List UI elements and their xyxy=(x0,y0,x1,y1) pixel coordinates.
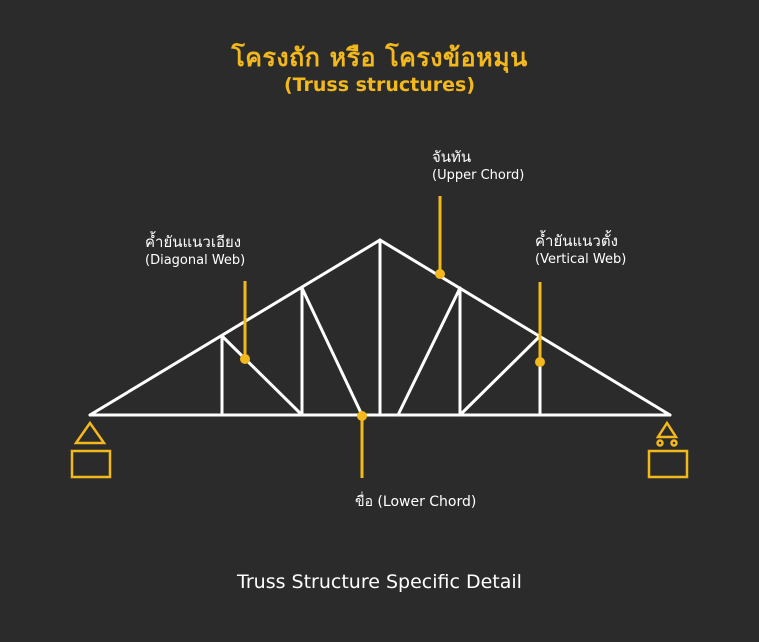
label-diagonal-web-english: (Diagonal Web) xyxy=(145,253,246,268)
dot-upper-chord xyxy=(435,269,445,279)
label-diagonal-web-thai: ค้ำยันแนวเอียง xyxy=(145,233,242,251)
label-upper-chord-thai: จันทัน xyxy=(432,148,472,166)
pin-support-icon xyxy=(70,420,112,479)
upper-chord-right xyxy=(378,238,672,417)
diagonal-web-1 xyxy=(220,334,304,417)
dot-lower-chord xyxy=(357,411,367,421)
dot-diagonal-web xyxy=(240,354,250,364)
roller-support-icon xyxy=(647,420,689,479)
label-vertical-web-thai: ค้ำยันแนวตั้ง xyxy=(535,232,618,250)
dot-vertical-web xyxy=(535,357,545,367)
diagonal-web-3 xyxy=(396,286,462,417)
title-english: (Truss structures) xyxy=(283,74,476,96)
label-diagonal-web: ค้ำยันแนวเอียง (Diagonal Web) xyxy=(145,232,245,270)
label-vertical-web-english: (Vertical Web) xyxy=(535,252,627,267)
label-vertical-web: ค้ำยันแนวตั้ง (Vertical Web) xyxy=(535,231,626,269)
diagonal-web-2 xyxy=(300,286,364,417)
label-upper-chord-english: (Upper Chord) xyxy=(432,168,525,183)
label-upper-chord: จันทัน (Upper Chord) xyxy=(432,147,524,185)
label-lower-chord: ขื่อ (Lower Chord) xyxy=(355,494,477,510)
title-thai: โครงถัก หรือ โครงข้อหมุน xyxy=(231,43,528,72)
caption: Truss Structure Specific Detail xyxy=(237,571,522,593)
diagonal-web-4 xyxy=(458,334,542,417)
upper-chord-left xyxy=(88,238,382,417)
